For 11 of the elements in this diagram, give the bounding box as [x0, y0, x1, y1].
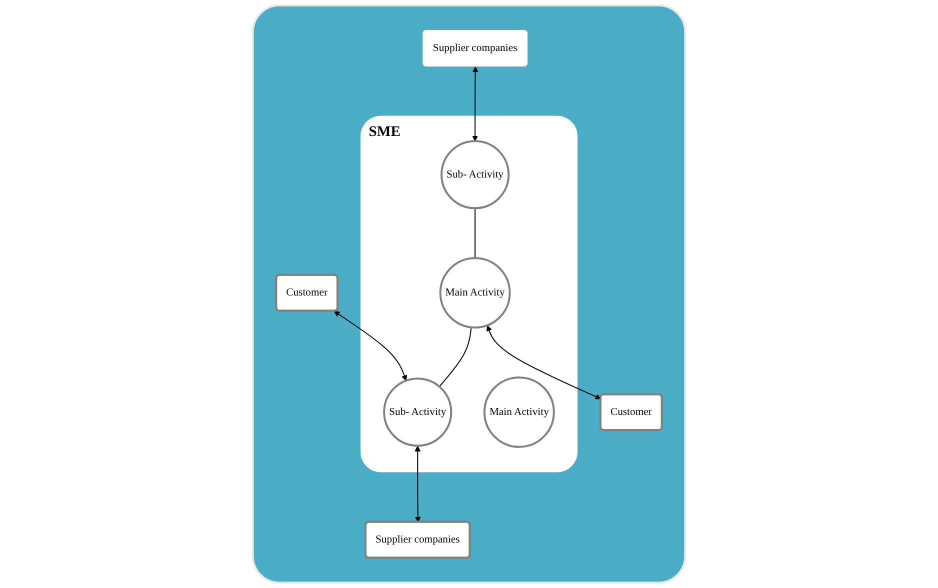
cluster: [252, 4, 686, 584]
connector: [474, 208, 476, 259]
node-circle: Main Activity: [439, 257, 511, 329]
node-circle: Sub- Activity: [383, 378, 452, 447]
connector: [438, 326, 472, 388]
arrow: [486, 325, 602, 400]
arrow: [472, 66, 478, 142]
node-circle: Sub- Activity: [440, 140, 510, 210]
arrow: [414, 446, 421, 522]
arrow: [334, 311, 408, 381]
node-circle: Main Activity: [483, 376, 555, 448]
